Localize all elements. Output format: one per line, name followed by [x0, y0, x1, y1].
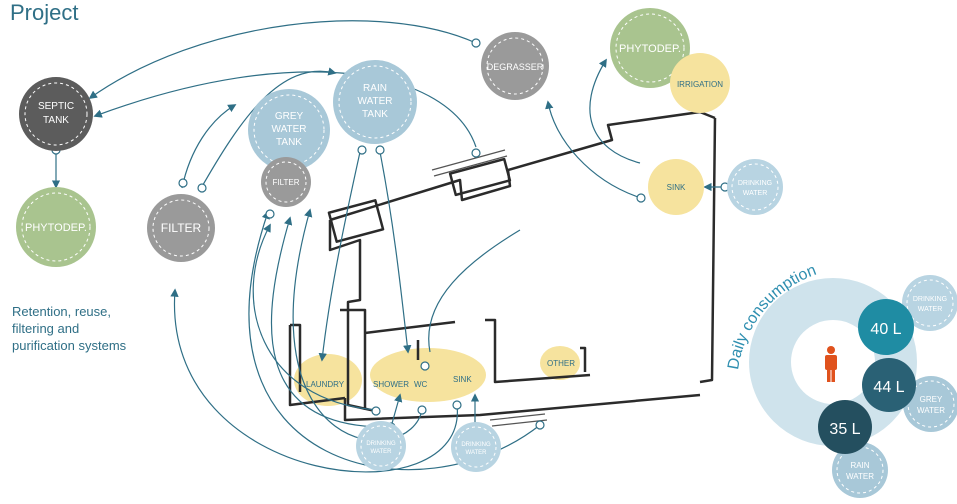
source-label: DRINKING — [913, 296, 947, 303]
caption: Retention, reuse, filtering and purifica… — [12, 303, 162, 354]
phytodep-left-node: PHYTODEP. — [16, 187, 96, 267]
septic-label: SEPTIC — [38, 101, 74, 112]
grey-tank-label: GREY — [275, 111, 304, 122]
drinking-label: WATER — [371, 449, 393, 455]
consumption-value-35: 35 L — [818, 400, 872, 454]
drinking-water-bottom2-node: DRINKING WATER — [451, 422, 501, 472]
drinking-water-right-node: DRINKING WATER — [727, 159, 783, 215]
grey-tank-label: WATER — [272, 124, 307, 135]
phytodep-right-node: PHYTODEP. — [610, 8, 690, 88]
drinking-water-bottom1-node: DRINKING WATER — [356, 421, 406, 471]
room-label-wc: WC — [414, 380, 428, 389]
source-grey-water: GREY WATER — [903, 376, 957, 432]
laundry-highlight — [294, 354, 362, 406]
septic-tank-node: SEPTIC TANK — [19, 77, 93, 151]
source-label: WATER — [917, 406, 945, 415]
consumption-value: 44 L — [873, 379, 904, 396]
consumption-value-44: 44 L — [862, 358, 916, 412]
drinking-label: WATER — [743, 190, 768, 197]
caption-line: Retention, reuse, — [12, 304, 112, 319]
degrasser-node: DEGRASSER — [481, 32, 549, 100]
consumption-value-40: 40 L — [858, 299, 914, 355]
room-label-other: OTHER — [547, 359, 575, 368]
filter-small-label: FILTER — [273, 178, 300, 187]
bathroom-highlight — [370, 348, 486, 402]
caption-line: purification systems — [12, 338, 127, 353]
other-highlight — [540, 346, 580, 380]
page-title: Project — [10, 0, 79, 25]
rain-tank-label: WATER — [358, 96, 393, 107]
person-icon — [825, 346, 837, 382]
consumption-value: 40 L — [870, 321, 901, 338]
rain-tank-label: TANK — [362, 109, 388, 120]
room-label-sink: SINK — [453, 375, 472, 384]
consumption-graphic: DRINKING WATER GREY WATER RAIN WATER 40 … — [749, 275, 957, 498]
rain-water-tank-node: RAIN WATER TANK — [333, 60, 417, 144]
rain-tank-label: RAIN — [363, 83, 387, 94]
flow-endpoints — [51, 38, 730, 435]
drinking-label: WATER — [466, 450, 488, 456]
irrigation-node: IRRIGATION — [670, 53, 730, 113]
sink-label: SINK — [667, 183, 686, 192]
consumption-value: 35 L — [829, 421, 860, 438]
sink-right-node: SINK — [648, 159, 704, 215]
septic-label: TANK — [43, 115, 69, 126]
room-label-laundry: LAUNDRY — [306, 380, 345, 389]
irrigation-label: IRRIGATION — [677, 80, 723, 89]
phytodep-label: PHYTODEP. — [619, 43, 681, 55]
filter-left-node: FILTER — [147, 194, 215, 262]
room-highlights — [294, 346, 580, 406]
filter-label: FILTER — [161, 221, 202, 235]
room-labels: LAUNDRY SHOWER WC SINK OTHER — [306, 359, 575, 389]
phytodep-label: PHYTODEP. — [25, 222, 87, 234]
source-drinking-water: DRINKING WATER — [902, 275, 957, 331]
source-label: WATER — [846, 472, 874, 481]
room-label-shower: SHOWER — [373, 380, 409, 389]
source-label: GREY — [920, 395, 943, 404]
caption-line: filtering and — [12, 321, 80, 336]
filter-small-node: FILTER — [261, 157, 311, 207]
drinking-label: DRINKING — [461, 442, 491, 448]
degrasser-label: DEGRASSER — [487, 62, 544, 72]
drinking-label: DRINKING — [366, 441, 396, 447]
grey-tank-label: TANK — [276, 137, 302, 148]
drinking-label: DRINKING — [738, 180, 772, 187]
source-label: WATER — [918, 306, 943, 313]
source-label: RAIN — [850, 461, 869, 470]
source-rain-water: RAIN WATER — [832, 442, 888, 498]
